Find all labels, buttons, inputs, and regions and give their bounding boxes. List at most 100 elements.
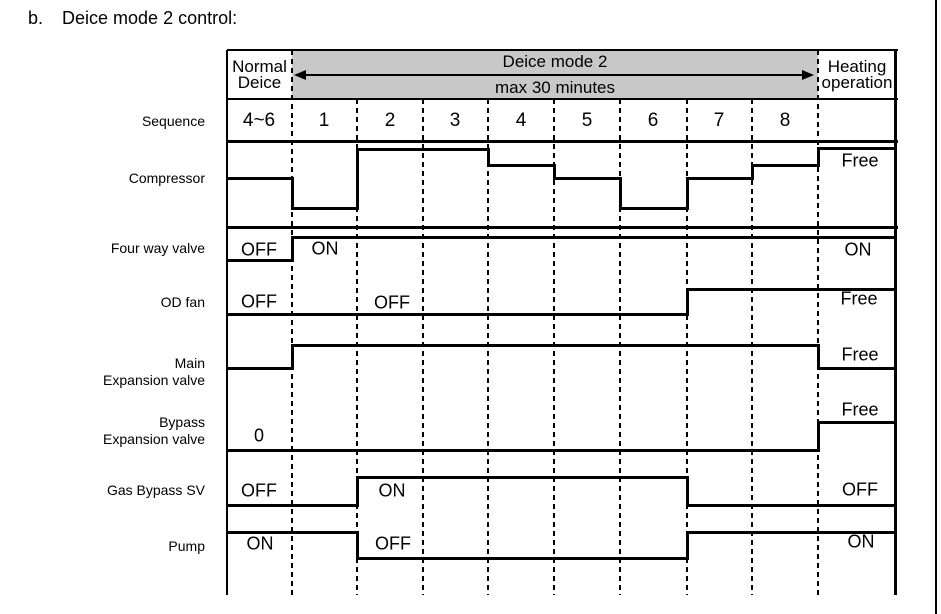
heating-line2: operation — [821, 72, 893, 92]
value-label-pump: ON — [847, 531, 875, 552]
waveform-segment-gas-bypass-sv — [355, 475, 359, 507]
sequence-cell: 3 — [449, 110, 461, 131]
page-border-right — [935, 0, 937, 614]
header-cell-normal-deice: Normal Deice — [227, 50, 292, 99]
value-label-od-fan: OFF — [241, 291, 277, 312]
grid-hline — [227, 140, 898, 143]
waveform-segment-main-expansion-valve — [292, 343, 818, 347]
row-label: Gas Bypass SV — [106, 481, 205, 498]
waveform-segment-four-way-valve — [290, 235, 294, 262]
waveform-segment-compressor — [290, 176, 294, 210]
column-separator-dashed — [487, 99, 489, 595]
value-label-four-way-valve: OFF — [241, 239, 277, 260]
value-label-od-fan: OFF — [374, 292, 410, 313]
waveform-segment-main-expansion-valve — [290, 343, 294, 370]
waveform-segment-bypass-expansion-valve — [816, 420, 820, 452]
waveform-segment-od-fan — [685, 287, 689, 316]
grid-hline — [227, 226, 898, 229]
waveform-segment-compressor — [486, 147, 490, 167]
waveform-segment-compressor — [750, 163, 754, 180]
arrowhead-left-icon — [294, 70, 306, 80]
row-label: Four way valve — [110, 239, 205, 256]
waveform-segment-compressor — [488, 163, 554, 167]
deice-band-title: Deice mode 2 — [502, 52, 608, 71]
waveform-segment-main-expansion-valve — [818, 366, 896, 370]
row-label: Expansion valve — [103, 431, 205, 447]
sequence-cell: 2 — [384, 110, 396, 131]
header-band-deice-mode2: Deice mode 2 max 30 minutes — [292, 50, 818, 99]
waveform-segment-pump — [685, 530, 689, 560]
normal-deice-line2: Deice — [237, 72, 282, 92]
value-label-pump: ON — [246, 533, 274, 554]
grid-hline — [227, 98, 898, 100]
waveform-segment-compressor — [685, 176, 689, 210]
row-label: Compressor — [128, 169, 205, 186]
value-label-bypass-expansion-valve: 0 — [253, 425, 265, 446]
row-label: Pump — [168, 537, 205, 554]
column-separator-dashed — [553, 99, 555, 595]
row-label: Bypass — [159, 414, 205, 430]
column-separator-dashed — [817, 50, 819, 595]
sequence-cell: 8 — [779, 110, 791, 131]
grid-vline — [894, 50, 897, 595]
row-label: Main — [174, 355, 205, 371]
value-label-od-fan: Free — [840, 288, 878, 309]
waveform-segment-main-expansion-valve — [227, 366, 292, 370]
waveform-segment-gas-bypass-sv — [685, 475, 689, 507]
waveform-segment-four-way-valve — [292, 235, 896, 239]
waveform-segment-compressor — [618, 176, 622, 210]
column-separator-dashed — [686, 99, 688, 595]
waveform-segment-pump — [357, 556, 687, 560]
sequence-cell: 5 — [581, 110, 593, 131]
waveform-segment-gas-bypass-sv — [687, 503, 896, 507]
header-cell-heating-operation: Heating operation — [818, 50, 896, 99]
value-label-bypass-expansion-valve: Free — [841, 399, 879, 420]
waveform-segment-od-fan — [227, 312, 687, 316]
waveform-segment-compressor — [552, 163, 556, 180]
grid-hline — [227, 49, 898, 51]
sequence-cell: 6 — [647, 110, 659, 131]
waveform-segment-gas-bypass-sv — [357, 475, 687, 479]
waveform-segment-od-fan — [687, 287, 896, 291]
waveform-segment-gas-bypass-sv — [227, 503, 357, 507]
waveform-segment-pump — [227, 530, 357, 534]
value-label-four-way-valve: ON — [311, 238, 339, 259]
normal-deice-line1: Normal — [232, 56, 287, 76]
row-label: Sequence — [141, 112, 205, 129]
value-label-gas-bypass-sv: ON — [378, 480, 406, 501]
column-separator-dashed — [422, 99, 424, 595]
value-label-compressor: Free — [841, 150, 879, 171]
waveform-segment-pump — [355, 530, 359, 560]
value-label-gas-bypass-sv: OFF — [842, 479, 878, 500]
row-label: Expansion valve — [103, 372, 205, 388]
waveform-segment-compressor — [357, 147, 488, 151]
doc-title: b. Deice mode 2 control: — [28, 8, 237, 29]
waveform-segment-compressor — [816, 146, 820, 167]
sequence-cell: 4 — [515, 110, 527, 131]
waveform-segment-bypass-expansion-valve — [818, 420, 896, 424]
waveform-segment-pump — [687, 530, 896, 534]
value-label-main-expansion-valve: Free — [841, 344, 879, 365]
deice-band-subtitle: max 30 minutes — [495, 78, 615, 97]
doc-title-index: b. — [28, 8, 44, 28]
waveform-segment-bypass-expansion-valve — [227, 448, 818, 452]
doc-title-text: Deice mode 2 control: — [62, 8, 238, 28]
heating-line1: Heating — [827, 56, 887, 76]
row-label: OD fan — [160, 293, 205, 310]
deice-duration-arrow — [294, 70, 814, 80]
waveform-segment-four-way-valve — [227, 258, 292, 262]
waveform-segment-compressor — [227, 176, 292, 180]
waveform-segment-compressor — [818, 146, 896, 150]
waveform-segment-compressor — [554, 176, 620, 180]
arrowhead-right-icon — [802, 70, 814, 80]
sequence-cell: 4~6 — [242, 110, 276, 131]
grid-vline — [226, 50, 228, 595]
sequence-cell: 7 — [713, 110, 725, 131]
waveform-segment-compressor — [292, 206, 357, 210]
sequence-cell: 1 — [318, 110, 330, 131]
column-separator-dashed — [291, 50, 293, 595]
column-separator-dashed — [619, 99, 621, 595]
waveform-segment-main-expansion-valve — [816, 343, 820, 370]
